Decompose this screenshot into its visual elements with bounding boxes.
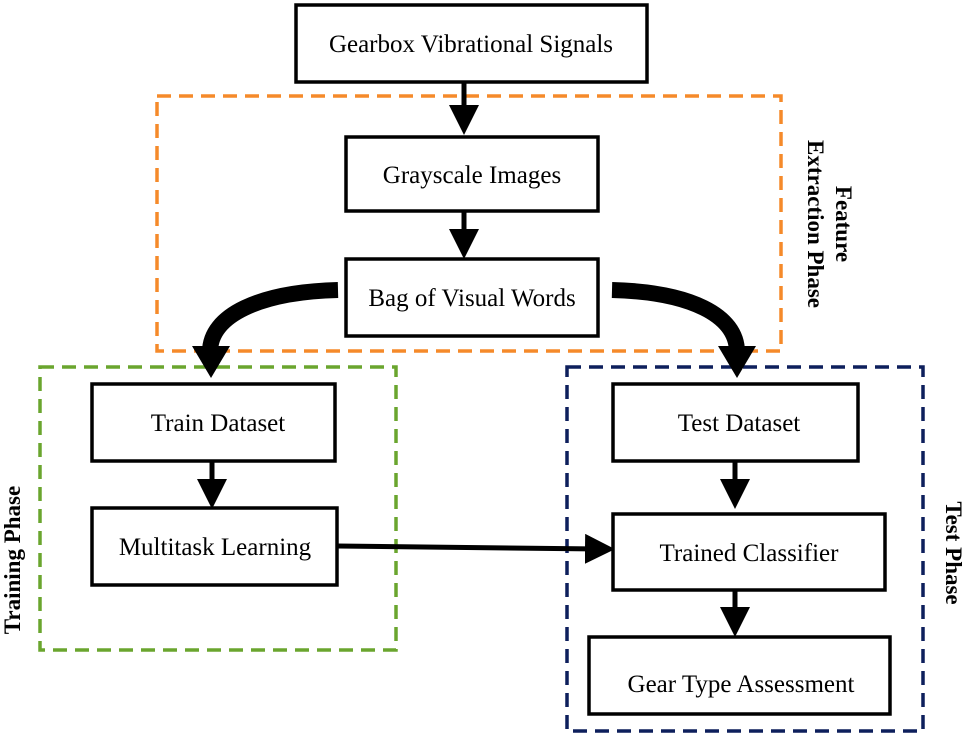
node-train-dataset-box — [90, 382, 337, 463]
curve-bovw-to-train-head — [192, 346, 230, 378]
node-multitask-label: Multitask Learning — [119, 534, 312, 561]
curve-bovw-to-test-head — [718, 346, 756, 378]
curve-bovw-to-train — [202, 282, 339, 353]
node-assessment-box — [587, 635, 892, 716]
training-phase-label: Training Phase — [0, 486, 25, 634]
node-classifier-label: Trained Classifier — [660, 540, 840, 567]
node-bovw-label: Bag of Visual Words — [368, 285, 575, 312]
curve-bovw-to-test — [611, 282, 745, 353]
node-test-dataset-box — [611, 382, 860, 463]
feature-phase-label-line2: Extraction Phase — [803, 140, 828, 308]
test-phase-label: Test Phase — [941, 501, 966, 604]
node-grayscale-label: Grayscale Images — [383, 162, 561, 189]
node-grayscale-box — [344, 135, 600, 213]
arrow-multitask-to-classifier — [336, 533, 615, 564]
node-test-dataset-label: Test Dataset — [678, 410, 801, 437]
node-train-dataset-label: Train Dataset — [151, 410, 286, 437]
node-signals-box — [294, 3, 649, 84]
node-signals-label: Gearbox Vibrational Signals — [329, 31, 613, 58]
feature-phase-label-line1: Feature — [831, 186, 856, 262]
node-assessment-label: Gear Type Assessment — [628, 671, 855, 698]
node-classifier-box — [611, 512, 887, 592]
node-bovw-box — [344, 257, 600, 338]
training-phase-region — [38, 365, 398, 652]
node-multitask-box — [90, 506, 339, 587]
feature-extraction-region — [155, 94, 783, 353]
